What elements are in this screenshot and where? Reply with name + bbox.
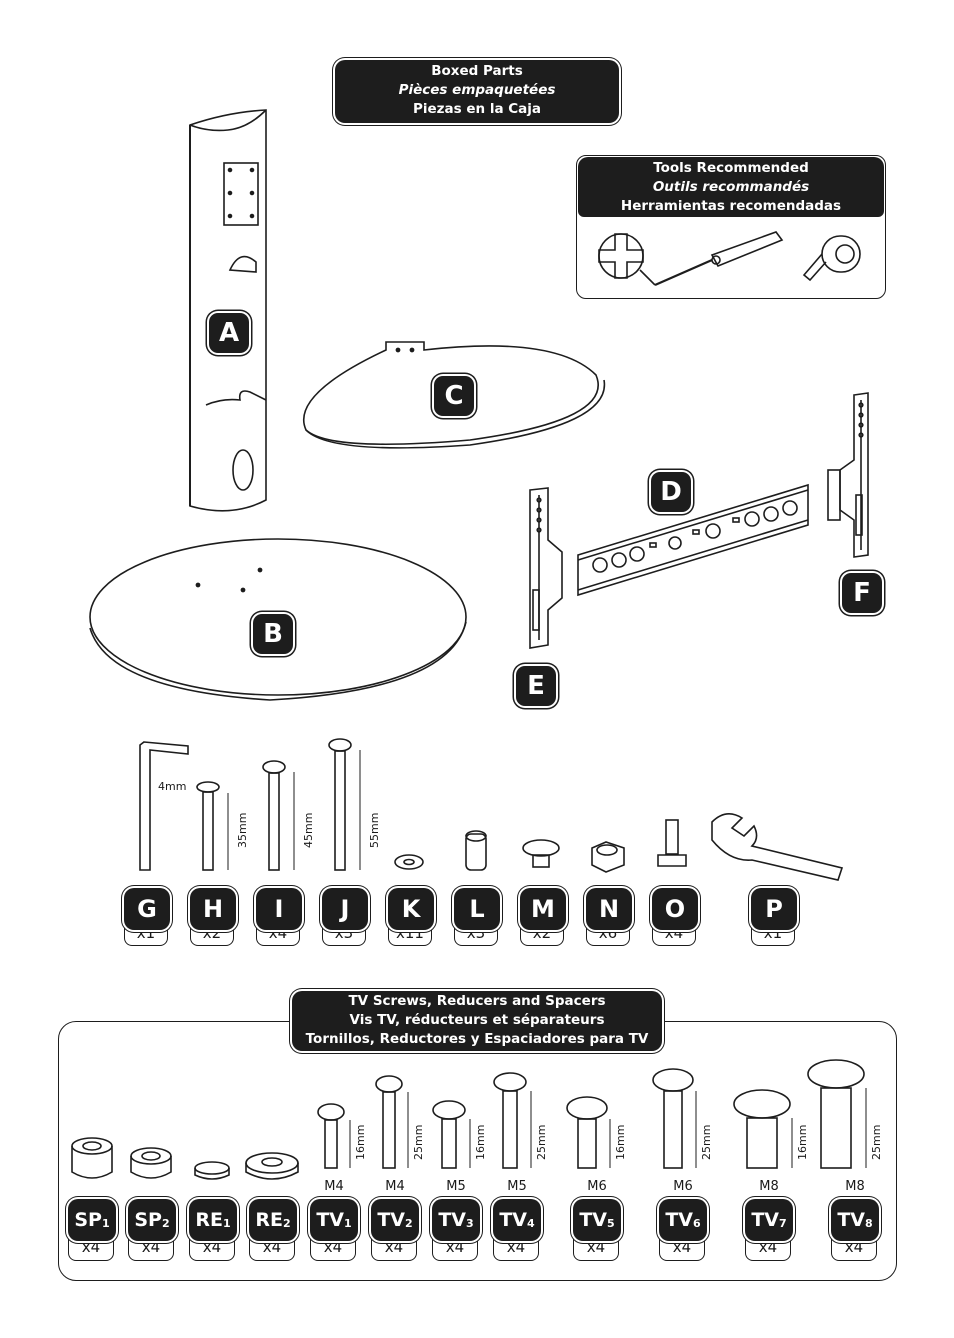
hardware-n: N x6 (586, 888, 632, 950)
thread-size-label: M4 (324, 1179, 344, 1194)
part-c-badge: C (434, 376, 474, 416)
thread-size-label: M5 (446, 1179, 466, 1194)
part-d-badge: D (651, 472, 691, 512)
thread-size-label: M8 (759, 1179, 779, 1194)
hardware-p: P x1 (751, 888, 797, 950)
boxed-parts-en: Boxed Parts (431, 63, 523, 79)
screw-length-label: 16mm (614, 1124, 627, 1160)
screw-length-label: 25mm (535, 1124, 548, 1160)
tv-section-fr: Vis TV, réducteurs et séparateurs (349, 1012, 605, 1028)
hardware-drawing (139, 738, 844, 881)
bracket-f-drawing (827, 392, 869, 558)
part-e-badge: E (516, 666, 556, 706)
screw-length-label: 25mm (412, 1124, 425, 1160)
hardware-i: I x4 (256, 888, 302, 950)
hardware-m: M x2 (520, 888, 566, 950)
boxed-parts-fr: Pièces empaquetées (398, 82, 556, 98)
screw-length-label: 16mm (796, 1124, 809, 1160)
thread-size-label: M6 (673, 1179, 693, 1194)
hardware-h: H x2 (190, 888, 236, 950)
hardware-k: K x11 (388, 888, 434, 950)
allen-size-label: 4mm (158, 780, 187, 793)
tv-section-es: Tornillos, Reductores y Espaciadores par… (305, 1031, 649, 1047)
part-code: L (454, 888, 500, 930)
thread-size-label: M5 (507, 1179, 527, 1194)
tv-section-header: TV Screws, Reducers and Spacers Vis TV, … (292, 991, 662, 1051)
boxed-parts-es: Piezas en la Caja (412, 101, 542, 117)
hardware-j: J x3 (322, 888, 368, 950)
part-code: H (190, 888, 236, 930)
hardware-g: G x1 (124, 888, 170, 950)
thread-size-label: M8 (845, 1179, 865, 1194)
screw-length-label: 25mm (870, 1124, 883, 1160)
hardware-o: O x4 (652, 888, 698, 950)
h-length-label: 35mm (236, 812, 249, 848)
bracket-e-drawing (529, 487, 563, 649)
part-code: I (256, 888, 302, 930)
column-a-drawing (189, 109, 267, 512)
part-b-badge: B (253, 614, 293, 654)
part-f-badge: F (842, 573, 882, 613)
j-length-label: 55mm (368, 812, 381, 848)
tv-hardware-drawing (71, 1059, 867, 1180)
boxed-parts-header: Boxed Parts Pièces empaquetées Piezas en… (335, 60, 619, 123)
tools-fr: Outils recommandés (652, 179, 810, 195)
part-code: G (124, 888, 170, 930)
part-code: O (652, 888, 698, 930)
part-code: J (322, 888, 368, 930)
part-code: K (388, 888, 434, 930)
rail-d-drawing (577, 483, 809, 597)
tools-en: Tools Recommended (653, 160, 809, 176)
part-code: N (586, 888, 632, 930)
part-a-badge: A (209, 313, 249, 353)
i-length-label: 45mm (302, 812, 315, 848)
tv-section-en: TV Screws, Reducers and Spacers (348, 993, 606, 1009)
screw-length-label: 25mm (700, 1124, 713, 1160)
thread-size-label: M4 (385, 1179, 405, 1194)
tools-drawing (598, 231, 861, 287)
screw-length-label: 16mm (474, 1124, 487, 1160)
tools-es: Herramientas recomendadas (620, 198, 842, 214)
part-code: P (751, 888, 797, 930)
part-code: M (520, 888, 566, 930)
hardware-l: L x3 (454, 888, 500, 950)
screw-length-label: 16mm (354, 1124, 367, 1160)
tools-header: Tools Recommended Outils recommandés Her… (578, 157, 884, 217)
thread-size-label: M6 (587, 1179, 607, 1194)
tools-panel (576, 155, 886, 299)
